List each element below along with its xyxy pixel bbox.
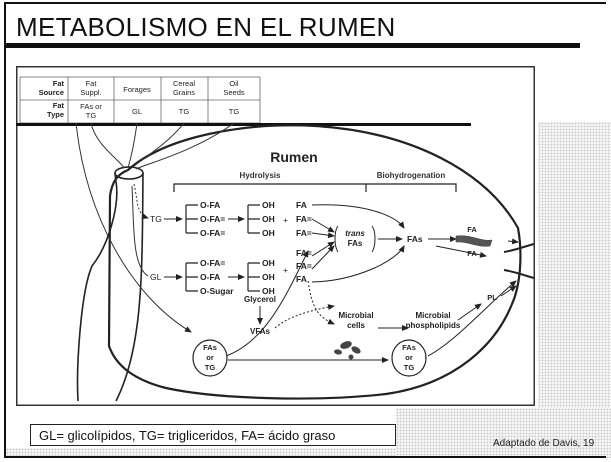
inlet-tg-label: TG — [205, 363, 216, 372]
trans-fas-group: trans FAs — [345, 229, 365, 248]
gl-oh-3: OH — [262, 286, 275, 296]
frame-left-border — [4, 2, 6, 458]
type-tg-cereal: TG — [179, 107, 190, 116]
source-cereal-grains-l1: Cereal — [173, 79, 195, 88]
tg-product-1: O-FA — [200, 200, 220, 210]
tg-product-2: O-FA= — [200, 214, 225, 224]
rumen-metabolism-diagram: Fat Source Fat Type Fat Suppl. Forages C… — [16, 66, 535, 406]
glycerol-group: Glycerol VFAs — [244, 295, 276, 336]
frame-bottom-border — [4, 456, 606, 458]
gl-fa-2: FA= — [296, 261, 312, 271]
fas-label: FAs — [407, 234, 423, 244]
frame-top-border — [4, 2, 606, 4]
outlet-tg-label: TG — [404, 363, 415, 372]
gl-product-1: O-FA= — [200, 258, 225, 268]
microbial-pl-label-l1: Microbial — [415, 311, 450, 320]
tg-fa-1: FA — [296, 200, 307, 210]
gl-product-2: O-FA — [200, 272, 220, 282]
row-header-fat-source-l1: Fat — [53, 79, 65, 88]
source-credit: Adaptado de Davis, 19 — [493, 438, 595, 449]
source-fat-suppl-l2: Suppl. — [80, 88, 101, 97]
inlet-or-label: or — [206, 353, 214, 362]
gl-fa-3: FA — [296, 274, 307, 284]
tg-branch: TG O-FA O-FA= O-FA= OH OH OH + FA FA= FA… — [133, 183, 312, 238]
gl-product-3: O-Sugar — [200, 286, 234, 296]
tg-label: TG — [150, 214, 162, 224]
row-header-fat-type-l1: Fat — [53, 101, 65, 110]
dot-pattern-bottom-left — [6, 448, 396, 458]
row-header-fat-type-l2: Type — [47, 110, 64, 119]
glycerol-label: Glycerol — [244, 295, 276, 304]
dot-pattern-right — [538, 122, 611, 458]
outlet-or-label: or — [405, 353, 413, 362]
fa-outflow-label-top: FA — [467, 225, 477, 234]
esophagus-tube — [76, 166, 144, 402]
rumen-outline — [107, 124, 522, 400]
tg-fa-3: FA= — [296, 228, 312, 238]
trans-label: trans — [345, 229, 365, 238]
fat-source-table: Fat Source Fat Type Fat Suppl. Forages C… — [19, 76, 261, 124]
source-oil-seeds-l2: Seeds — [223, 88, 245, 97]
microbial-cells-label-l1: Microbial — [338, 311, 373, 320]
microbial-cells-label-l2: cells — [347, 321, 365, 330]
dot-pattern-bottom — [396, 408, 611, 458]
trans-fas-label: FAs — [348, 239, 363, 248]
vfas-label: VFAs — [250, 327, 271, 336]
gl-oh-2: OH — [262, 272, 275, 282]
tg-plus: + — [283, 215, 288, 225]
tg-oh-3: OH — [262, 228, 275, 238]
process-brackets — [173, 183, 457, 192]
source-fat-suppl-l1: Fat — [86, 79, 98, 88]
rumen-outlet — [503, 243, 535, 279]
outlet-fas-label: FAs — [402, 343, 416, 352]
slide-title: METABOLISMO EN EL RUMEN — [16, 12, 396, 42]
fa-outflow-label-bottom: FA — [467, 249, 477, 258]
gl-plus: + — [283, 265, 288, 275]
type-fas-or-tg-l2: TG — [86, 111, 97, 120]
source-forages: Forages — [123, 85, 151, 94]
microbial-pl-label-l2: phospholipids — [406, 321, 461, 330]
title-underline — [6, 43, 580, 48]
gl-oh-1: OH — [262, 258, 275, 268]
inlet-fas-label: FAs — [203, 343, 217, 352]
biohydrogenation-label: Biohydrogenation — [377, 171, 446, 180]
fas-or-tg-inlet: FAs or TG — [192, 339, 228, 377]
hydrolysis-label: Hydrolysis — [240, 171, 281, 180]
tg-oh-1: OH — [262, 200, 275, 210]
rumen-label: Rumen — [270, 149, 317, 165]
tg-oh-2: OH — [262, 214, 275, 224]
source-oil-seeds-l1: Oil — [229, 79, 239, 88]
gl-label: GL — [150, 272, 162, 282]
fas-or-tg-outlet: FAs or TG — [391, 339, 427, 377]
type-tg-oilseed: TG — [229, 107, 240, 116]
gl-fa-1: FA= — [296, 248, 312, 258]
type-fas-or-tg-l1: FAs or — [80, 102, 102, 111]
pl-label: PL — [487, 293, 497, 302]
source-cereal-grains-l2: Grains — [173, 88, 195, 97]
tg-product-3: O-FA= — [200, 228, 225, 238]
feed-lines — [75, 122, 235, 333]
abbreviation-caption: GL= glicolípidos, TG= trigliceridos, FA=… — [30, 424, 396, 446]
tg-fa-2: FA= — [296, 214, 312, 224]
row-header-fat-source-l2: Source — [39, 88, 64, 97]
microbe-icon — [334, 341, 361, 360]
type-gl: GL — [132, 107, 142, 116]
fa-outflow-group: FA FA PL — [455, 225, 497, 302]
biohydrogenation-flow — [225, 204, 519, 363]
microbial-group: Microbial cells Microbial phospholipids — [338, 311, 460, 330]
